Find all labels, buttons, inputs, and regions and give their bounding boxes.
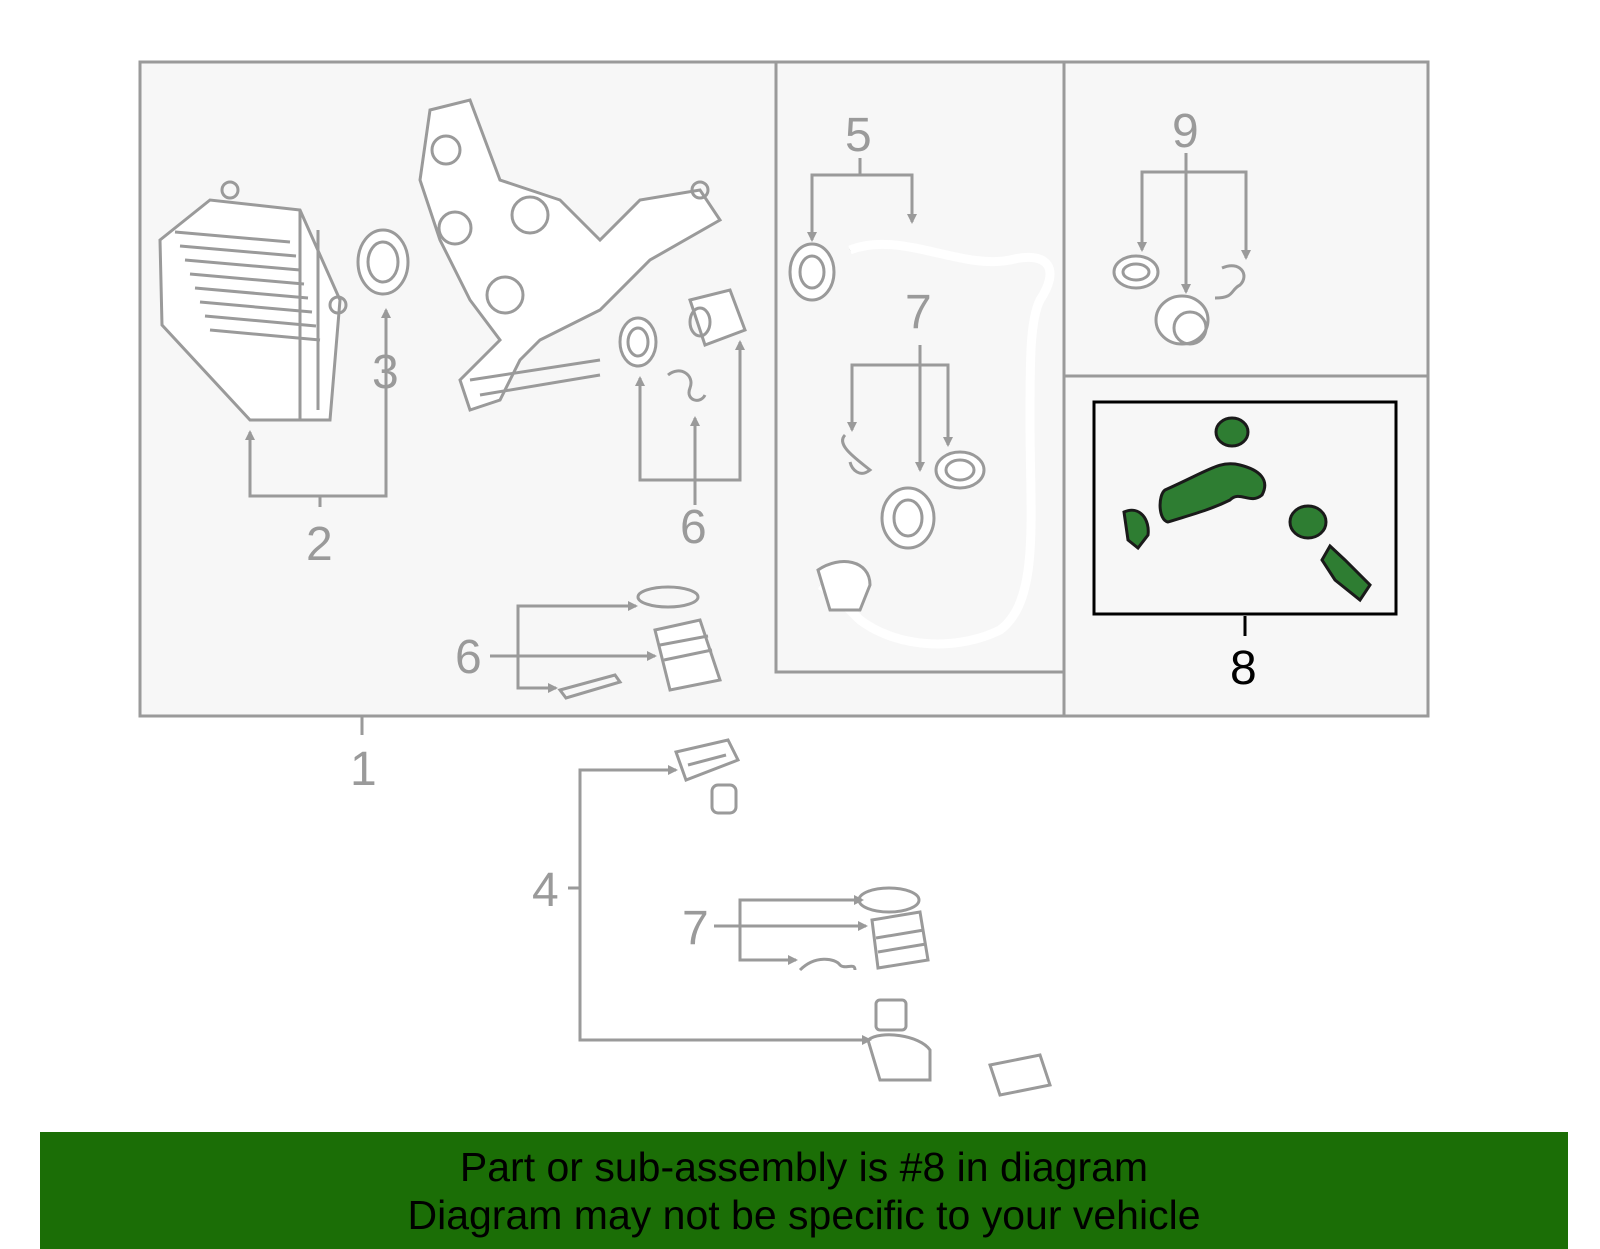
callout-7-lower: 7	[682, 902, 709, 955]
callout-8: 8	[1230, 642, 1257, 695]
hose-assembly-5-7[interactable]	[788, 239, 1055, 649]
callout-9: 9	[1172, 105, 1199, 158]
oil-cooler-part[interactable]	[158, 180, 348, 422]
banner-line-disclaimer: Diagram may not be specific to your vehi…	[407, 1191, 1201, 1238]
part-6-lower-components[interactable]	[557, 585, 722, 700]
callout-7-upper: 7	[905, 286, 932, 339]
part-6-upper-components[interactable]	[618, 288, 747, 402]
callout-1: 1	[350, 743, 377, 796]
info-banner: Part or sub-assembly is #8 in diagram Di…	[40, 1132, 1568, 1249]
part-8-highlighted[interactable]	[1122, 416, 1372, 603]
banner-line-part: Part or sub-assembly is #8 in diagram	[459, 1143, 1149, 1190]
callout-3: 3	[372, 346, 399, 399]
callout-6-lower: 6	[455, 631, 482, 684]
oil-housing-part[interactable]	[418, 98, 723, 412]
parts-diagram: 1 2 3 4 5 6 6 7 7 8 9	[138, 60, 1430, 1097]
part-9-components[interactable]	[1112, 254, 1246, 346]
callout-4: 4	[532, 864, 559, 917]
callout-5: 5	[845, 109, 872, 162]
callout-2: 2	[306, 518, 333, 571]
leader-lines	[245, 153, 1251, 1045]
seal-part-3[interactable]	[356, 228, 410, 296]
lower-hose-assembly-4[interactable]	[674, 738, 1056, 1097]
callout-6-upper: 6	[680, 501, 707, 554]
